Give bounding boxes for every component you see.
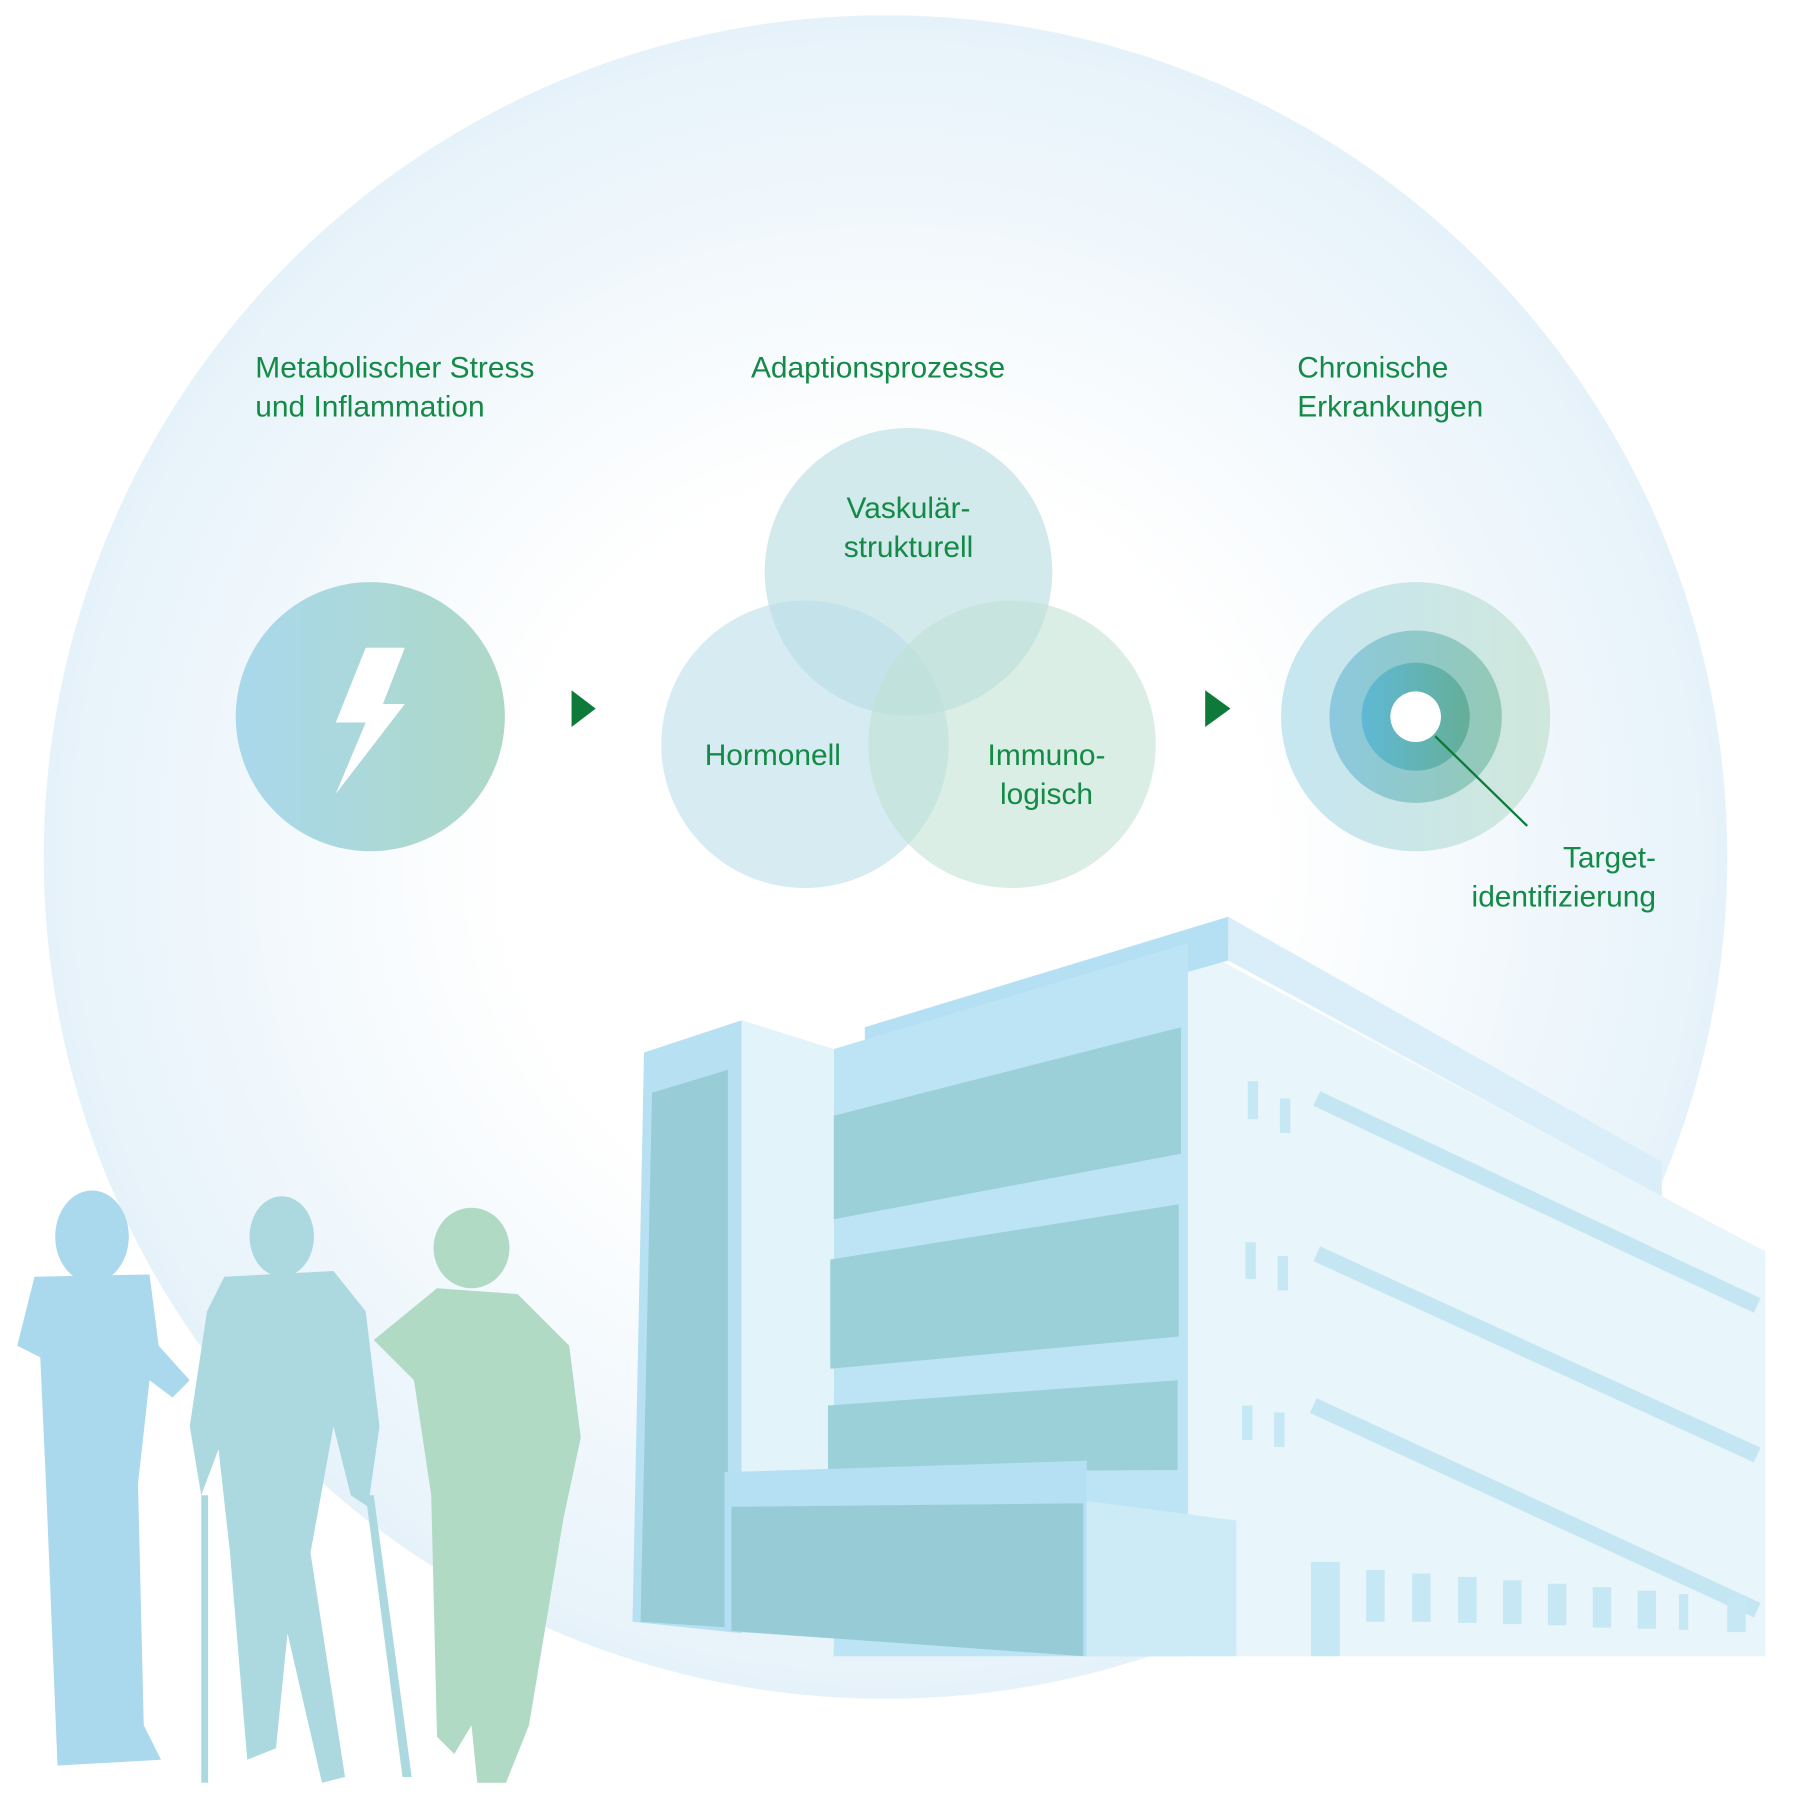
stress-title-line1: Metabolischer Stress — [255, 351, 534, 384]
target-center — [1390, 691, 1441, 742]
target-label-line1: Target- — [1563, 841, 1656, 874]
chronic-title-line2: Erkrankungen — [1297, 391, 1483, 424]
arrow-right-icon — [1205, 690, 1231, 728]
vascular-label-line1: Vaskulär- — [846, 492, 970, 525]
arrow-right-icon — [571, 690, 596, 728]
lightning-icon — [335, 647, 405, 794]
target-pointer-line — [1434, 735, 1529, 827]
hospital-building-illustration — [632, 916, 1766, 1657]
adaption-title: Adaptionsprozesse — [751, 351, 1005, 384]
vascular-label-line2: strukturell — [844, 531, 974, 564]
venn-circle-vascular — [764, 428, 1053, 716]
hormonal-label: Hormonell — [705, 739, 841, 772]
venn-diagram — [661, 428, 1156, 889]
chronic-title-line1: Chronische — [1297, 351, 1448, 384]
immuno-label-line1: Immuno- — [988, 739, 1106, 772]
immuno-label-line2: logisch — [1000, 778, 1093, 811]
stress-title-line2: und Inflammation — [255, 391, 484, 424]
people-silhouettes-illustration — [17, 1190, 581, 1783]
venn-circle-immuno — [868, 600, 1156, 889]
venn-circle-hormonal — [661, 600, 949, 889]
target-label-line2: identifizierung — [1472, 880, 1656, 913]
